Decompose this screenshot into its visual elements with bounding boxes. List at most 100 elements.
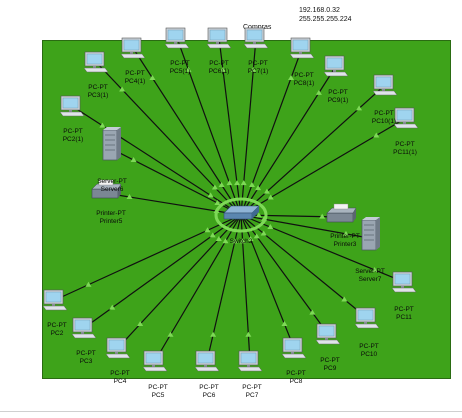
link-pc5[interactable] bbox=[154, 214, 242, 362]
pc-pc6[interactable] bbox=[194, 350, 220, 372]
device-type-label: PC-PT bbox=[125, 70, 145, 77]
device-type-label: PC-PT bbox=[294, 72, 314, 79]
link-pc41[interactable] bbox=[132, 47, 242, 216]
device-type-label: Printer-PT bbox=[96, 210, 126, 217]
printer-printer3[interactable] bbox=[326, 203, 357, 223]
pc-icon bbox=[142, 350, 168, 372]
pc-pc31[interactable] bbox=[83, 51, 109, 73]
link-pc2[interactable] bbox=[54, 214, 242, 301]
pc-pc9[interactable] bbox=[315, 323, 341, 345]
link-pc4[interactable] bbox=[117, 214, 242, 349]
pc-icon bbox=[164, 27, 190, 49]
link-pc81[interactable] bbox=[240, 47, 303, 216]
pc-pc71[interactable] bbox=[243, 27, 269, 49]
pc-pc7[interactable] bbox=[237, 350, 263, 372]
device-type-label: PC-PT bbox=[199, 384, 219, 391]
link-status-indicator bbox=[255, 212, 262, 218]
pc-pc2[interactable] bbox=[42, 289, 68, 311]
pc-pc5[interactable] bbox=[142, 350, 168, 372]
pc-pc8[interactable] bbox=[281, 337, 307, 359]
link-status-indicator bbox=[149, 75, 156, 81]
link-pc8[interactable] bbox=[240, 214, 295, 349]
network-address: 192.168.0.32 bbox=[299, 7, 340, 14]
link-server6[interactable] bbox=[109, 147, 242, 216]
pc-pc111[interactable] bbox=[393, 107, 419, 129]
printer-icon bbox=[326, 203, 357, 223]
link-status-indicator bbox=[371, 266, 378, 272]
pc-pc11[interactable] bbox=[391, 271, 417, 293]
link-status-indicator bbox=[248, 181, 255, 187]
printer-printer5[interactable] bbox=[91, 179, 122, 199]
link-status-indicator bbox=[185, 66, 192, 72]
device-type-label: Server-PT bbox=[355, 268, 385, 275]
link-status-indicator bbox=[204, 227, 211, 233]
link-pc3[interactable] bbox=[83, 214, 242, 329]
link-pc111[interactable] bbox=[240, 117, 407, 216]
pc-pc21[interactable] bbox=[59, 95, 85, 117]
link-printer3[interactable] bbox=[240, 212, 341, 219]
device-name-label: PC4(1) bbox=[124, 77, 146, 85]
device-name-label: PC11 bbox=[396, 313, 412, 321]
pc-icon bbox=[354, 307, 380, 329]
pc-pc41[interactable] bbox=[120, 37, 146, 59]
link-status-indicator bbox=[226, 180, 233, 186]
pc-pc91[interactable] bbox=[323, 55, 349, 77]
device-type-label: PC-PT bbox=[148, 384, 168, 391]
pc-pc10[interactable] bbox=[354, 307, 380, 329]
device-type-label: PC-PT bbox=[320, 357, 340, 364]
device-name-label: PC2 bbox=[50, 329, 64, 337]
link-pc9[interactable] bbox=[240, 214, 329, 335]
pc-pc61[interactable] bbox=[206, 27, 232, 49]
link-pc10[interactable] bbox=[240, 214, 368, 319]
link-status-indicator bbox=[263, 188, 270, 194]
switch-device[interactable] bbox=[214, 197, 268, 233]
link-status-indicator bbox=[219, 66, 226, 72]
link-status-indicator bbox=[253, 233, 260, 239]
link-pc71[interactable] bbox=[240, 37, 257, 216]
server-server7[interactable] bbox=[361, 217, 380, 251]
link-status-indicator bbox=[373, 132, 380, 138]
pc-icon bbox=[281, 337, 307, 359]
server-icon bbox=[102, 127, 121, 161]
pc-pc4[interactable] bbox=[105, 337, 131, 359]
server-server6[interactable] bbox=[102, 127, 121, 161]
device-name-label: PC9 bbox=[323, 364, 337, 372]
link-pc21[interactable] bbox=[71, 105, 242, 216]
link-pc11[interactable] bbox=[240, 214, 405, 283]
area-label: Compras bbox=[243, 24, 272, 31]
divider bbox=[0, 411, 462, 412]
link-pc61[interactable] bbox=[218, 37, 242, 216]
pc-pc3[interactable] bbox=[71, 317, 97, 339]
network-address-note: 192.168.0.32 255.255.255.224 bbox=[299, 6, 352, 24]
device-type-label: PC-PT bbox=[88, 84, 108, 91]
link-status-indicator bbox=[356, 105, 363, 111]
device-type-label: Server-PT bbox=[97, 178, 127, 185]
link-pc101[interactable] bbox=[240, 84, 386, 216]
pc-pc101[interactable] bbox=[372, 74, 398, 96]
link-pc6[interactable] bbox=[206, 214, 242, 362]
link-pc51[interactable] bbox=[176, 37, 242, 216]
pc-pc81[interactable] bbox=[289, 37, 315, 59]
pc-pc51[interactable] bbox=[164, 27, 190, 49]
device-name-label: PC10(1) bbox=[371, 117, 397, 125]
link-pc7[interactable] bbox=[239, 214, 252, 362]
pc-icon bbox=[237, 350, 263, 372]
link-pc91[interactable] bbox=[240, 65, 337, 216]
device-name-label: PC8 bbox=[289, 377, 303, 385]
link-pc31[interactable] bbox=[95, 61, 242, 216]
device-type-label: PC-PT bbox=[76, 350, 96, 357]
link-status-indicator bbox=[245, 331, 252, 337]
pc-icon bbox=[120, 37, 146, 59]
pc-icon bbox=[323, 55, 349, 77]
pc-icon bbox=[83, 51, 109, 73]
